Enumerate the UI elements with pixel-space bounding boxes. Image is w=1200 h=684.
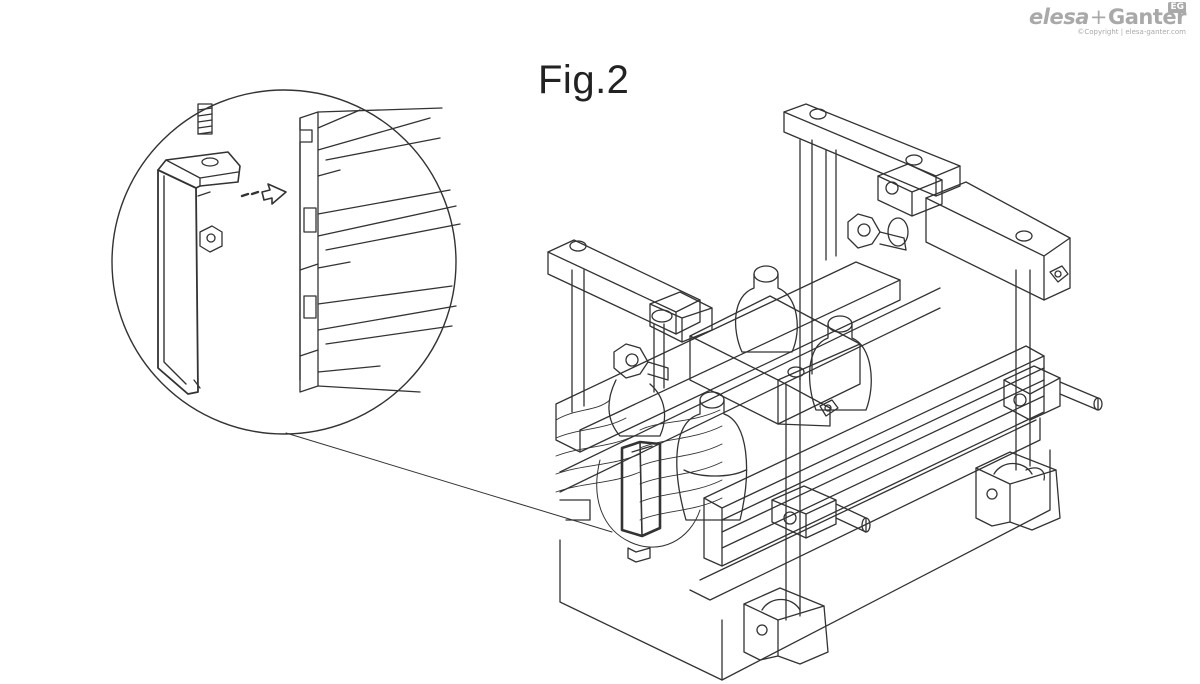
star-knob-upper <box>847 213 909 251</box>
bottle-middle <box>808 315 872 411</box>
brand-logo: elesa+Ganter EG ©Copyright | elesa-gante… <box>1029 2 1187 37</box>
clamp-block-right <box>1003 365 1103 421</box>
top-crossbar-right <box>925 181 1071 301</box>
bottle-dots <box>555 399 723 521</box>
logo-plus: + <box>1089 5 1108 29</box>
machine-assembly <box>547 103 1103 681</box>
star-knob-left <box>613 343 669 381</box>
top-crossbar-back <box>783 103 961 197</box>
logo-wordmark: elesa+Ganter <box>1029 6 1186 28</box>
foot-front <box>743 587 829 665</box>
grub-screw-icon <box>197 103 213 135</box>
top-crossbar-front <box>689 295 861 427</box>
vertical-posts <box>571 139 1046 621</box>
front-rail <box>689 345 1045 601</box>
top-crossbar-left <box>547 239 701 335</box>
back-rail <box>555 261 941 521</box>
foot-right <box>975 451 1061 531</box>
clamp-block-middle <box>649 291 713 343</box>
bottle-left <box>608 379 666 437</box>
detail-profile <box>299 107 461 393</box>
insert-arrow-icon <box>240 183 287 205</box>
figure-title: Fig.2 <box>538 58 630 102</box>
logo-badge: EG <box>1168 2 1186 13</box>
bottle-front <box>676 391 748 521</box>
bottle-back <box>734 265 798 353</box>
logo-name-ganter: Ganter <box>1108 5 1187 29</box>
hex-nut-icon <box>199 225 223 253</box>
assembly-end-cap <box>620 440 662 538</box>
zoom-marker <box>596 459 701 563</box>
logo-copyright: ©Copyright | elesa-ganter.com <box>1077 28 1186 36</box>
leader-line <box>285 432 613 533</box>
detail-circle <box>111 89 457 435</box>
detail-view <box>111 89 613 533</box>
clamp-block-upper <box>877 163 943 217</box>
clamp-block-front <box>771 485 871 539</box>
end-cap-part <box>157 151 241 395</box>
logo-name-elesa: elesa <box>1029 5 1089 29</box>
